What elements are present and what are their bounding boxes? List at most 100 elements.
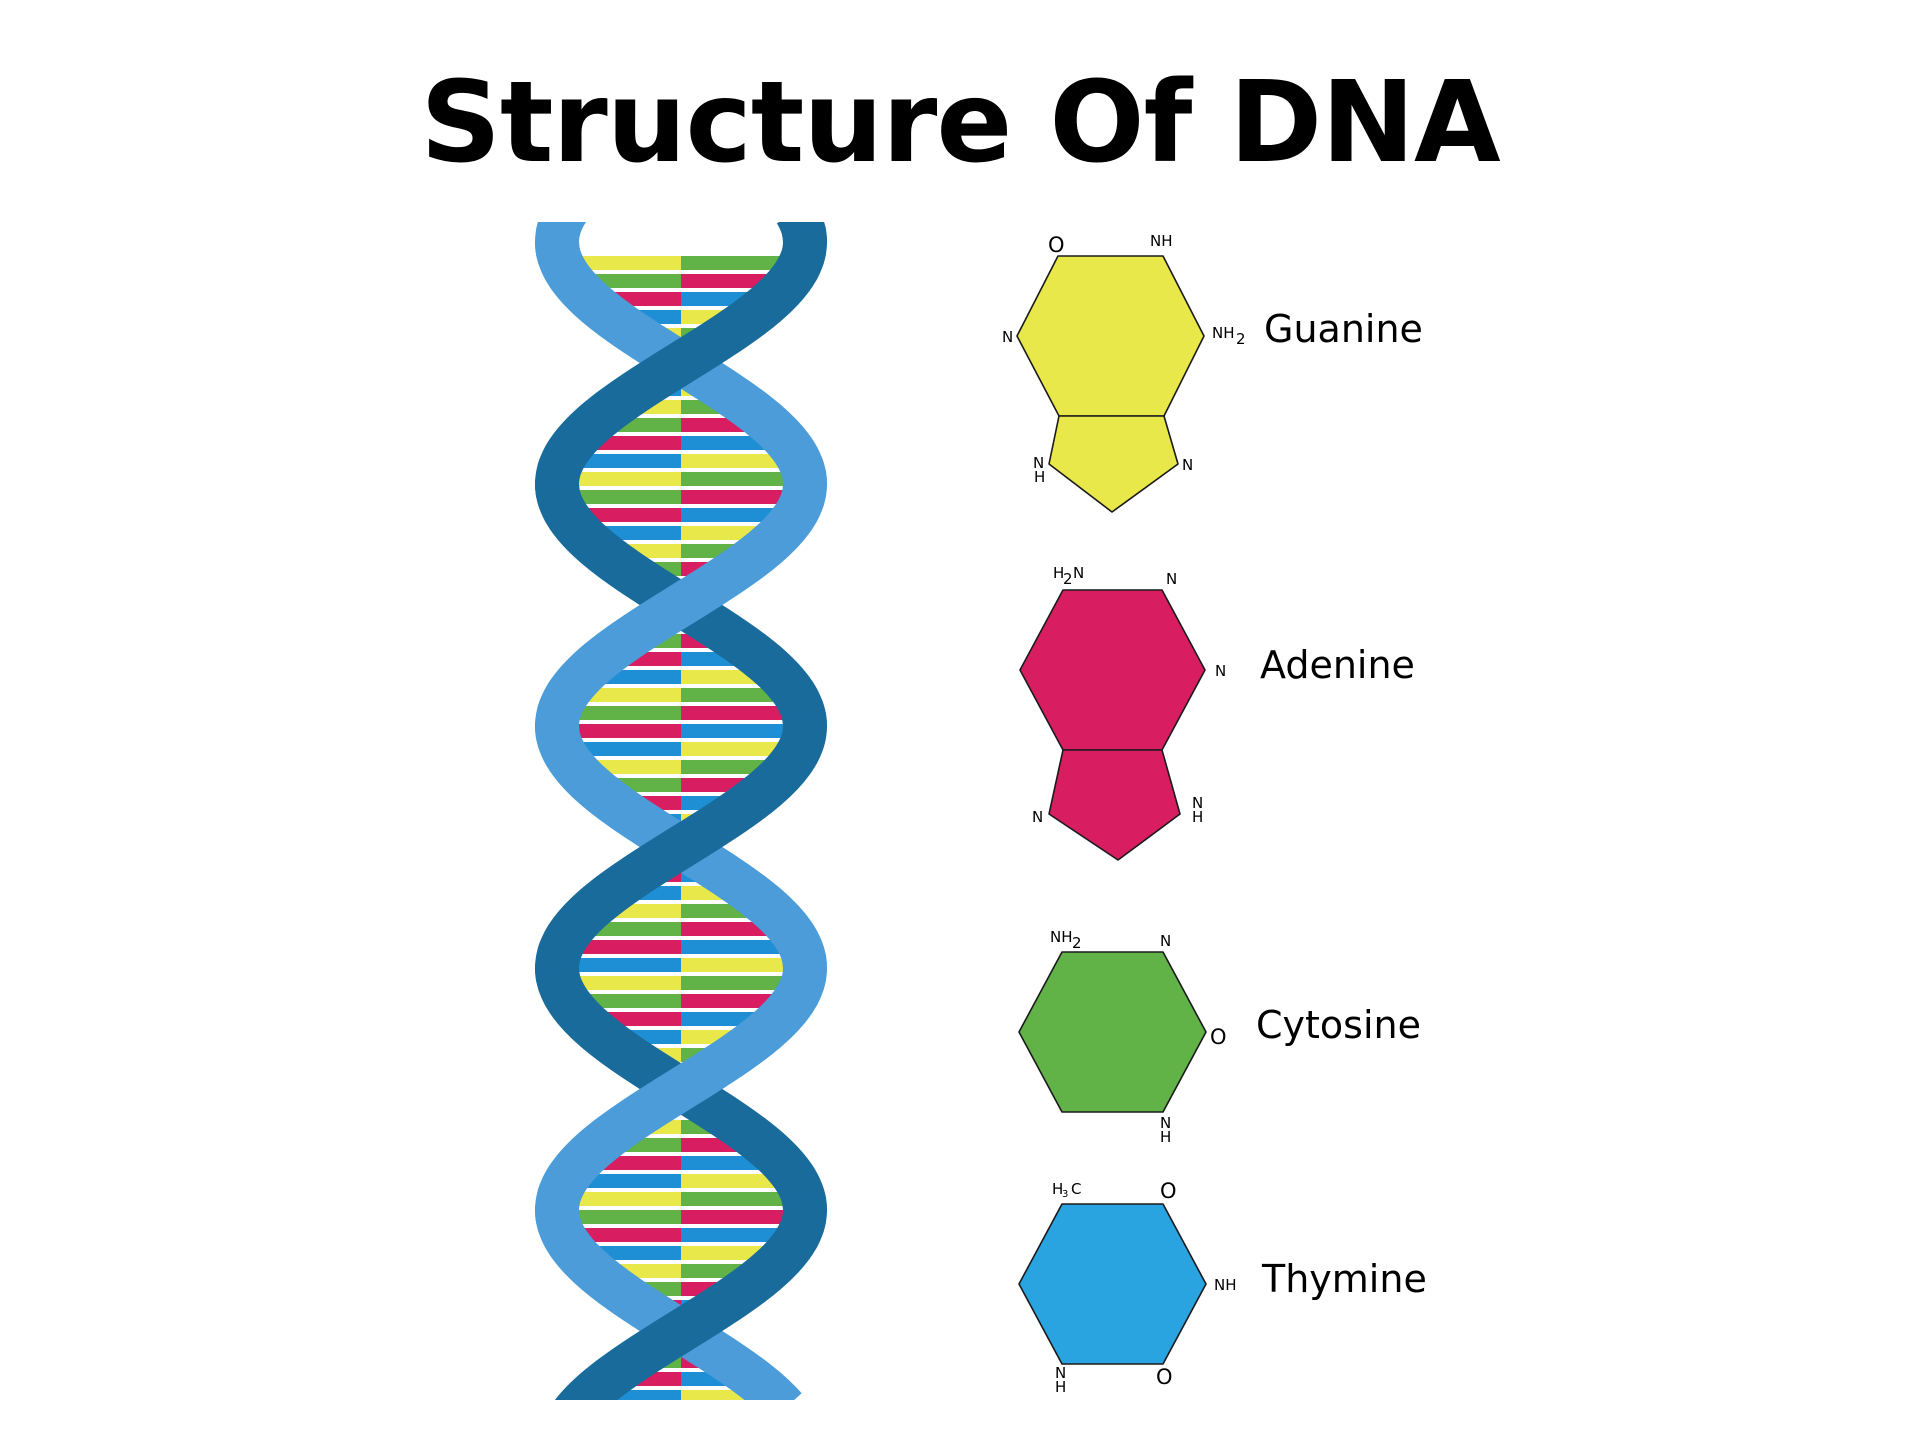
base-pair-rung-left (571, 490, 681, 504)
base-pair-rung-right (681, 472, 790, 486)
base-pair-rung-right (681, 256, 789, 270)
guanine-name: Guanine (1264, 307, 1423, 351)
base-pair-rung-left (574, 1228, 681, 1242)
base-pair-rung-right (681, 706, 787, 720)
base-pair-rung-right (681, 922, 770, 936)
guanine-structure: O NH N NH 2 N H N Guanine (1002, 232, 1423, 513)
base-pair-rung-right (681, 904, 751, 918)
base-pair-rung-right (681, 976, 791, 990)
base-pair-rung-left (585, 688, 681, 702)
base-pair-rung-left (611, 904, 681, 918)
thymine-name: Thymine (1261, 1257, 1427, 1301)
base-pair-rung-left (573, 742, 681, 756)
base-pair-rung-left (571, 976, 681, 990)
base-pair-rung-right (681, 670, 760, 684)
guanine-atom-nh2: NH (1212, 324, 1235, 342)
base-pair-rung-right (681, 724, 791, 738)
base-pair-rung-right (681, 994, 784, 1008)
base-pair-rung-right (681, 1390, 753, 1400)
base-pair-rung-right (681, 1174, 778, 1188)
adenine-atom-h-lower-right: H (1192, 808, 1203, 826)
base-pair-rung-right (681, 958, 790, 972)
thymine-atom-o-bottom: O (1156, 1365, 1173, 1389)
base-pair-rung-left (574, 1192, 681, 1206)
guanine-atom-n-lower-left: N (1033, 454, 1044, 472)
adenine-atom-n-lower-left: N (1032, 808, 1043, 826)
helix-strand-light (535, 467, 828, 740)
base-pair-rung-right (681, 1192, 788, 1206)
cytosine-atom-nh2: NH (1050, 928, 1073, 946)
base-pair-rung-left (578, 994, 681, 1008)
cytosine-atom-n-bottom: N (1160, 1114, 1171, 1132)
helix-strand-dark (554, 1193, 828, 1400)
base-pair-rung-left (573, 256, 681, 270)
cytosine-structure: NH 2 N O N H Cytosine (1018, 928, 1421, 1146)
base-pair-rung-left (584, 1174, 681, 1188)
guanine-atom-nh-top: NH (1150, 232, 1173, 250)
base-pair-rung-right (681, 274, 781, 288)
adenine-structure: H 2 N N N N N H Adenine (1019, 564, 1415, 861)
guanine-five-ring (1048, 415, 1179, 513)
base-pair-rung-left (609, 1390, 681, 1400)
page-title: Structure Of DNA (420, 58, 1500, 188)
base-pair-rung-left (571, 724, 681, 738)
helix-strand-light (535, 1209, 802, 1400)
base-pair-rung-right (681, 1156, 762, 1170)
base-pair-rung-left (594, 436, 681, 450)
guanine-atom-n-left: N (1002, 328, 1013, 346)
cytosine-ring (1018, 951, 1207, 1113)
base-pair-rung-left (600, 1156, 681, 1170)
adenine-atom-h2n-n: N (1073, 564, 1084, 582)
base-pair-rung-left (571, 1210, 681, 1224)
base-pair-rung-right (681, 688, 777, 702)
thymine-structure: H 3 C O NH N H O Thymine (1018, 1179, 1427, 1396)
adenine-atom-n-lower-right: N (1192, 794, 1203, 812)
base-pair-rung-right (681, 1210, 791, 1224)
base-pair-rung-left (581, 274, 681, 288)
adenine-atom-h2n-subscript: 2 (1063, 570, 1073, 588)
guanine-atom-n-lower-right: N (1182, 456, 1193, 474)
helix-strands (534, 222, 828, 1400)
cytosine-name: Cytosine (1256, 1003, 1421, 1047)
cytosine-atom-n-top-right: N (1160, 932, 1171, 950)
base-pair-rung-right (681, 742, 789, 756)
base-pair-rung-right (681, 490, 791, 504)
thymine-atom-h-bottom: H (1055, 1378, 1066, 1396)
base-pair-rung-right (681, 436, 768, 450)
base-pair-rung-left (577, 508, 681, 522)
guanine-atom-nh2-subscript: 2 (1236, 330, 1246, 348)
base-pair-rung-left (575, 706, 681, 720)
adenine-atom-h2n: H (1053, 564, 1064, 582)
dna-double-helix (534, 222, 828, 1400)
base-pair-rung-right (681, 1228, 788, 1242)
thymine-ring (1018, 1203, 1207, 1365)
thymine-atom-h3c-h: H (1052, 1180, 1063, 1198)
base-pair-rung-left (572, 472, 681, 486)
cytosine-atom-nh2-subscript: 2 (1072, 934, 1082, 952)
thymine-atom-o-top: O (1160, 1179, 1177, 1203)
base-pair-rung-right (681, 940, 783, 954)
thymine-atom-n-bottom: N (1055, 1364, 1066, 1382)
base-pair-rung-right (681, 454, 782, 468)
guanine-atom-o: O (1048, 233, 1065, 257)
cytosine-atom-h-bottom: H (1160, 1128, 1171, 1146)
thymine-atom-nh-right: NH (1214, 1276, 1237, 1294)
adenine-six-ring (1019, 589, 1206, 751)
adenine-atom-n-top-right: N (1166, 570, 1177, 588)
thymine-atom-h3c-c: C (1071, 1180, 1081, 1198)
adenine-atom-n-right: N (1215, 662, 1226, 680)
adenine-name: Adenine (1260, 643, 1415, 687)
thymine-atom-h3c-subscript: 3 (1062, 1189, 1068, 1200)
base-pair-rung-right (681, 508, 785, 522)
cytosine-atom-o-right: O (1210, 1025, 1227, 1049)
guanine-six-ring (1016, 255, 1205, 417)
base-pair-rung-left (592, 922, 681, 936)
base-pair-rung-left (580, 454, 681, 468)
base-pair-rung-left (579, 940, 681, 954)
base-pair-rung-left (572, 958, 681, 972)
helix-strand-dark (535, 225, 828, 498)
guanine-atom-h-lower-left: H (1034, 468, 1045, 486)
helix-strand-light (535, 951, 828, 1224)
adenine-five-ring (1048, 749, 1181, 861)
